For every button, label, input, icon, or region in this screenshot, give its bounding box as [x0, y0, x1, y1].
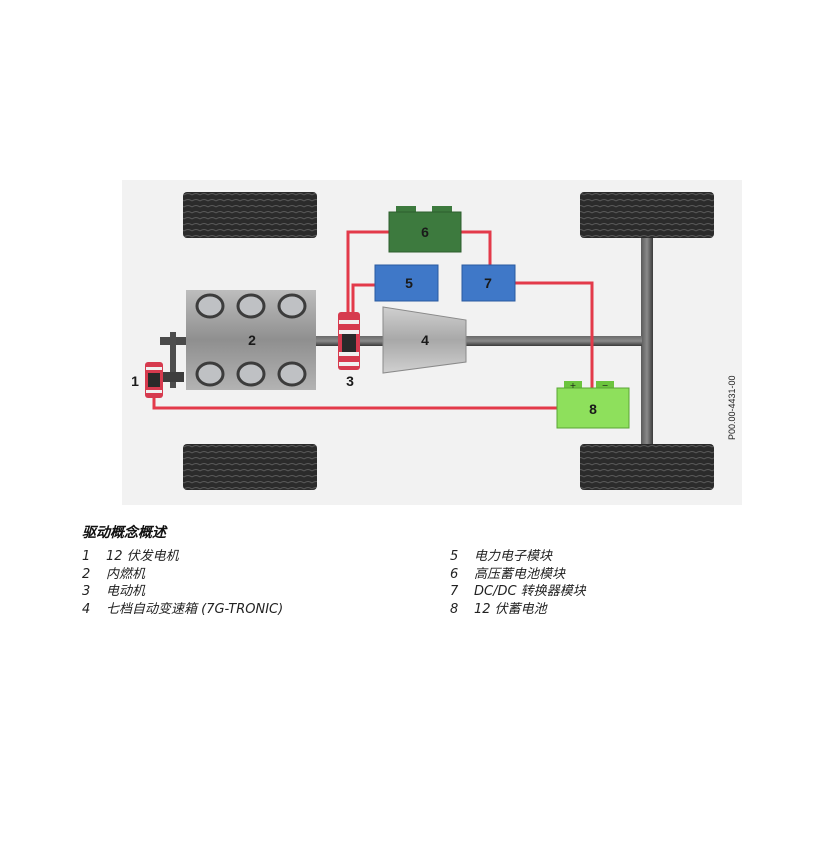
tire-front-left [183, 192, 317, 238]
label-4: 4 [421, 332, 429, 348]
figure-code: P00.00-4431-00 [727, 375, 737, 440]
label-7: 7 [484, 275, 492, 291]
legend-number: 4 [82, 601, 91, 617]
alternator [145, 362, 163, 398]
legend-right: 5 电力电子模块 6 高压蓄电池模块 7 DC/DC 转换器模块 8 12 伏蓄电池 [450, 548, 586, 618]
caption-title: 驱动概念概述 [82, 525, 166, 541]
engine [186, 290, 316, 390]
legend-text: 12 伏发电机 [106, 549, 179, 564]
tire-rear-right [580, 444, 714, 490]
legend-item: 8 12 伏蓄电池 [450, 601, 586, 619]
legend-text: 内燃机 [106, 566, 146, 582]
legend-item: 1 12 伏发电机 [82, 548, 283, 566]
legend-number: 3 [82, 584, 91, 599]
12v-battery: + − [556, 381, 630, 429]
electric-motor [338, 312, 360, 370]
label-1: 1 [131, 373, 139, 389]
legend-left: 1 12 伏发电机 2 内燃机 3 电动机 4 七档自动变速箱 (7G-TRONIC) [82, 548, 283, 618]
legend-text: 七档自动变速箱 (7G-TRONIC) [106, 601, 284, 617]
legend-item: 4 七档自动变速箱 (7G-TRONIC) [82, 601, 283, 619]
tire-rear-left [580, 192, 714, 238]
label-6: 6 [421, 224, 429, 240]
legend-text: DC/DC 转换器模块 [474, 584, 586, 599]
tire-front-right [183, 444, 317, 490]
label-8: 8 [589, 401, 597, 417]
transmission [382, 306, 467, 374]
legend-text: 电动机 [106, 584, 146, 599]
legend-number: 6 [450, 566, 459, 582]
label-3: 3 [346, 373, 354, 389]
legend-number: 8 [450, 601, 459, 617]
label-5: 5 [405, 275, 413, 291]
belt-pulley-lower [160, 372, 184, 382]
legend-item: 6 高压蓄电池模块 [450, 566, 586, 584]
legend-text: 12 伏蓄电池 [474, 601, 547, 617]
battery-plus-terminal: + [570, 381, 577, 390]
legend-number: 2 [82, 566, 91, 582]
label-2: 2 [248, 332, 256, 348]
legend-number: 7 [450, 584, 459, 599]
legend-number: 1 [82, 549, 91, 564]
legend-item: 5 电力电子模块 [450, 548, 586, 566]
battery-minus-terminal: − [602, 381, 609, 390]
legend-number: 5 [450, 549, 459, 564]
dcdc-converter-module [461, 264, 516, 302]
drive-shaft [466, 336, 642, 346]
drive-concept-diagram: + − 1 2 3 4 5 6 7 8 [122, 180, 742, 505]
hv-battery-module [388, 206, 462, 253]
legend-item: 7 DC/DC 转换器模块 [450, 583, 586, 601]
belt-pulley [170, 332, 176, 388]
rear-axle [641, 238, 653, 444]
legend-item: 2 内燃机 [82, 566, 283, 584]
wiring [152, 230, 594, 410]
legend-text: 高压蓄电池模块 [474, 566, 566, 582]
power-electronics-module [374, 264, 439, 302]
legend-item: 3 电动机 [82, 583, 283, 601]
legend-text: 电力电子模块 [474, 549, 553, 564]
